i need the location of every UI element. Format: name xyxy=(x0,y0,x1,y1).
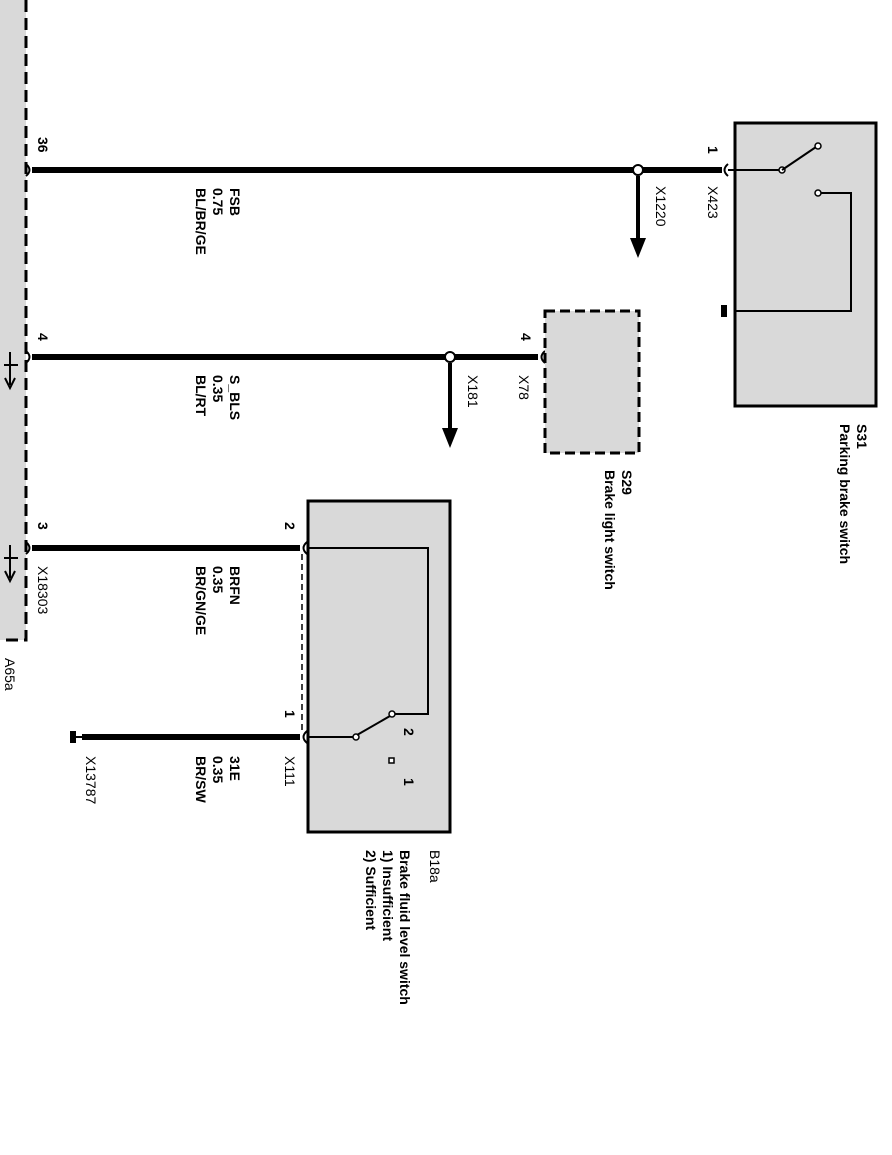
s31-id: S31 xyxy=(854,424,870,449)
wire-31e-size: 0.35 xyxy=(210,756,226,783)
b18a-pos-2: 2 xyxy=(401,728,417,736)
wire-31e-name: 31E xyxy=(227,756,243,781)
s29-id: S29 xyxy=(619,470,635,495)
branch-x1220: X1220 xyxy=(653,186,669,227)
ground-x13787: X13787 xyxy=(83,756,99,804)
s31-label: Parking brake switch xyxy=(837,424,853,564)
wire-fsb-size: 0.75 xyxy=(210,188,226,215)
pin-1-s31: 1 xyxy=(705,146,721,154)
component-s31 xyxy=(721,121,878,408)
connector-x423: X423 xyxy=(705,186,721,219)
connector-x111: X111 xyxy=(282,756,298,787)
component-b18a xyxy=(306,499,452,834)
module-a65a xyxy=(0,0,28,642)
wire-brfn xyxy=(25,541,308,731)
wire-s-bls-name: S_BLS xyxy=(227,375,243,420)
b18a-pos-1: 1 xyxy=(401,778,417,786)
b18a-note-2: 2) Sufficient xyxy=(363,850,379,930)
b18a-id: B18a xyxy=(427,850,443,883)
connector-x78: X78 xyxy=(516,375,532,400)
wire-s-bls-size: 0.35 xyxy=(210,375,226,402)
wire-s-bls-color: BL/RT xyxy=(193,375,209,417)
wire-brfn-size: 0.35 xyxy=(210,566,226,593)
wire-brfn-color: BR/GN/GE xyxy=(193,566,209,635)
wire-fsb xyxy=(25,163,729,258)
pin-3: 3 xyxy=(35,522,51,530)
wire-31e-color: BR/SW xyxy=(193,756,209,803)
component-s29 xyxy=(543,309,641,455)
wire-31e xyxy=(70,730,308,744)
wire-fsb-color: BL/BR/GE xyxy=(193,188,209,255)
pin-1-b18a: 1 xyxy=(282,710,298,718)
wire-brfn-name: BRFN xyxy=(227,566,243,605)
pin-36: 36 xyxy=(35,137,51,153)
pin-2-b18a: 2 xyxy=(282,522,298,530)
b18a-label: Brake fluid level switch xyxy=(397,850,413,1005)
connector-x18303: X18303 xyxy=(35,566,51,614)
wire-s-bls xyxy=(25,350,546,448)
wire-fsb-name: FSB xyxy=(227,188,243,216)
module-id: A65a xyxy=(2,658,18,691)
pin-4-s29: 4 xyxy=(518,333,534,341)
pin-4: 4 xyxy=(35,333,51,341)
s29-label: Brake light switch xyxy=(602,470,618,590)
b18a-note-1: 1) Insufficient xyxy=(380,850,396,941)
branch-x181: X181 xyxy=(465,375,481,408)
